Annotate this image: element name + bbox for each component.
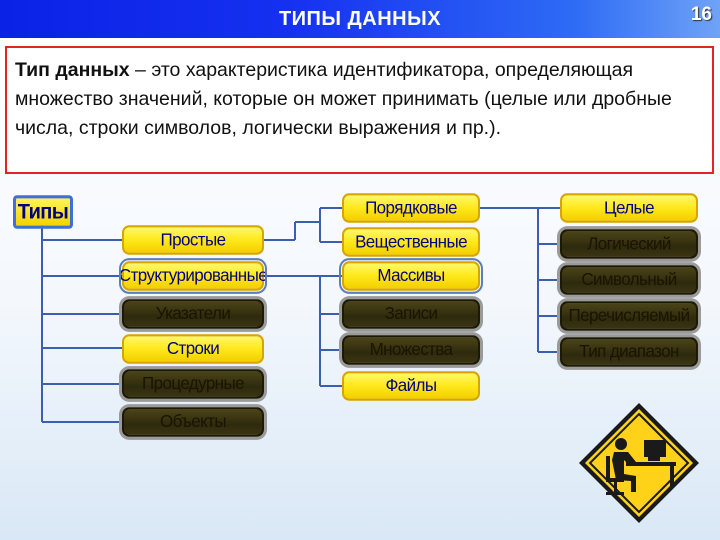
definition-term: Тип данных	[15, 59, 130, 81]
node-enumerated: Перечисляемый	[560, 301, 698, 331]
node-simple: Простые	[122, 225, 264, 255]
slide-number: 16	[690, 4, 712, 25]
node-pointers: Указатели	[122, 299, 264, 329]
node-boolean: Логический	[560, 229, 698, 259]
node-sets: Множества	[342, 335, 480, 365]
node-records: Записи	[342, 299, 480, 329]
connector-lines	[41, 207, 560, 423]
node-arrays: Массивы	[339, 258, 483, 294]
node-strings: Строки	[122, 334, 264, 364]
node-files: Файлы	[342, 371, 480, 401]
title-bar: ТИПЫ ДАННЫХ 16	[0, 0, 720, 38]
node-real: Вещественные	[342, 227, 480, 257]
node-subrange: Тип диапазон	[560, 337, 698, 367]
node-char: Символьный	[560, 265, 698, 295]
definition-box: Тип данных – это характеристика идентифи…	[5, 46, 714, 174]
data-types-diagram: Типы Простые Структурированные Указатели…	[0, 180, 720, 540]
worker-at-computer-sign-icon	[579, 403, 699, 523]
node-structured: Структурированные	[119, 258, 268, 294]
definition-text: – это характеристика идентификатора, опр…	[15, 59, 672, 139]
page-title: ТИПЫ ДАННЫХ	[278, 8, 442, 30]
node-root-types: Типы	[13, 195, 73, 229]
node-objects: Объекты	[122, 407, 264, 437]
node-procedural: Процедурные	[122, 369, 264, 399]
node-ordinal: Порядковые	[342, 193, 480, 223]
node-integer: Целые	[560, 193, 698, 223]
